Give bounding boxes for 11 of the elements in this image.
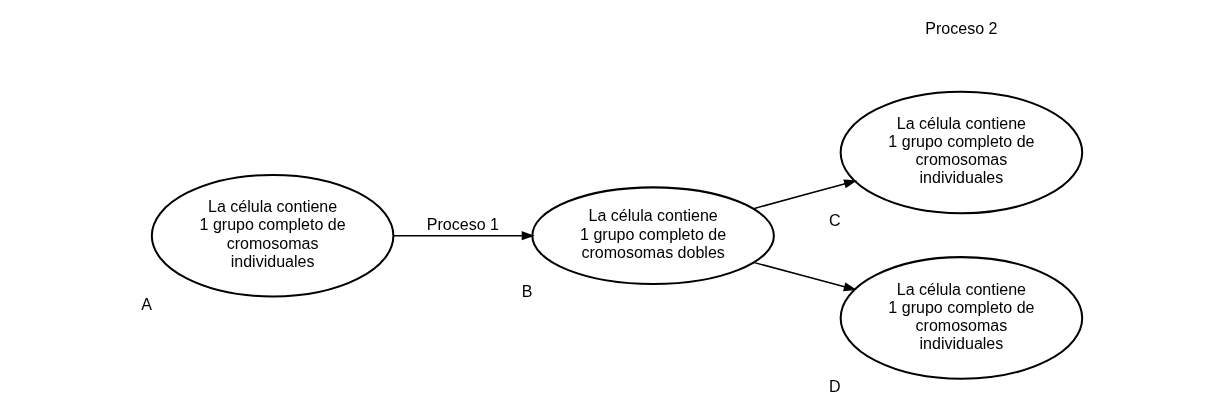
arrow (752, 261, 857, 292)
node-label: D (828, 376, 841, 395)
node-label: B (521, 281, 532, 300)
arrow (752, 179, 857, 210)
arrow (392, 231, 535, 241)
node-ellipse: La célula contiene 1 grupo completo de cromosomas dobles (530, 186, 775, 285)
label: Proceso 2 (924, 18, 998, 37)
node-label: A (140, 294, 152, 313)
edge-label: Proceso 1 (426, 215, 499, 234)
node-ellipse: La célula contiene 1 grupo completo de cromosomas individuales (150, 173, 394, 298)
node-label: C (828, 211, 841, 230)
